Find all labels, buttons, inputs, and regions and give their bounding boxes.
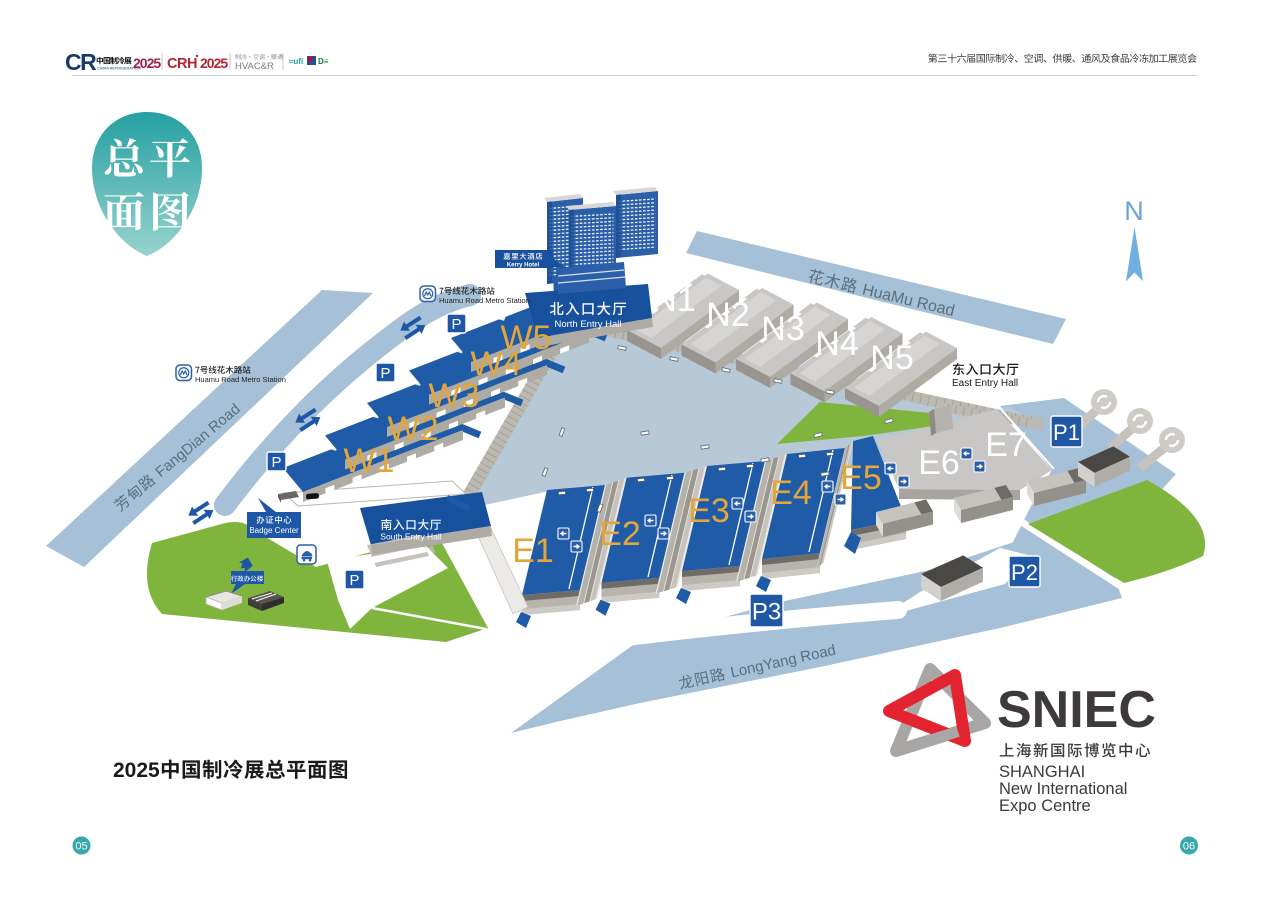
svg-text:CR: CR — [65, 49, 97, 75]
svg-text:N2: N2 — [706, 296, 749, 334]
svg-text:W2: W2 — [388, 410, 439, 448]
svg-text:E4: E4 — [770, 474, 812, 512]
svg-text:E7: E7 — [985, 426, 1027, 464]
svg-text:N: N — [1124, 196, 1144, 226]
svg-text:P: P — [451, 316, 461, 333]
svg-text:05: 05 — [75, 841, 87, 853]
svg-text:SHANGHAI: SHANGHAI — [999, 763, 1085, 781]
svg-text:CHINA REFRIGERATION: CHINA REFRIGERATION — [97, 67, 141, 71]
svg-text:2025: 2025 — [113, 759, 160, 782]
svg-text:P: P — [380, 365, 390, 382]
svg-text:E6: E6 — [918, 444, 960, 482]
svg-text:E3: E3 — [688, 492, 730, 530]
svg-text:SNIEC: SNIEC — [997, 681, 1156, 739]
svg-text:W3: W3 — [429, 377, 480, 415]
svg-text:HVAC&R: HVAC&R — [235, 61, 274, 72]
svg-text:06: 06 — [1183, 841, 1195, 853]
svg-text:New International: New International — [999, 780, 1127, 798]
svg-text:South Entry Hall: South Entry Hall — [380, 532, 442, 542]
svg-text:W5: W5 — [501, 319, 552, 357]
svg-text:P2: P2 — [1011, 560, 1038, 585]
svg-text:CRH: CRH — [167, 56, 197, 72]
svg-text:W1: W1 — [344, 442, 395, 480]
svg-text:N4: N4 — [815, 325, 858, 363]
svg-text:N5: N5 — [870, 339, 913, 377]
svg-text:2025: 2025 — [200, 55, 228, 71]
svg-text:P: P — [349, 572, 359, 589]
svg-text:N1: N1 — [652, 281, 695, 319]
svg-text:N3: N3 — [761, 310, 804, 348]
svg-text:≈ufi: ≈ufi — [289, 57, 303, 66]
svg-text:North Entry Hall: North Entry Hall — [554, 319, 621, 330]
svg-text:2025: 2025 — [133, 55, 161, 71]
svg-text:P1: P1 — [1053, 420, 1080, 445]
svg-text:D≡: D≡ — [318, 57, 329, 66]
svg-text:E1: E1 — [512, 532, 554, 570]
svg-text:E2: E2 — [599, 515, 641, 553]
svg-text:Huamu Road Metro Station: Huamu Road Metro Station — [195, 375, 286, 384]
svg-text:Huamu Road Metro Station: Huamu Road Metro Station — [439, 296, 530, 305]
svg-text:P3: P3 — [752, 599, 781, 626]
svg-text:E5: E5 — [840, 459, 882, 497]
svg-text:Badge Center: Badge Center — [249, 526, 299, 535]
svg-text:East Entry Hall: East Entry Hall — [952, 378, 1018, 389]
svg-text:P: P — [271, 454, 281, 471]
svg-text:W4: W4 — [471, 345, 522, 383]
svg-text:Kerry Hotel: Kerry Hotel — [507, 263, 540, 269]
svg-text:Expo Centre: Expo Centre — [999, 797, 1091, 815]
